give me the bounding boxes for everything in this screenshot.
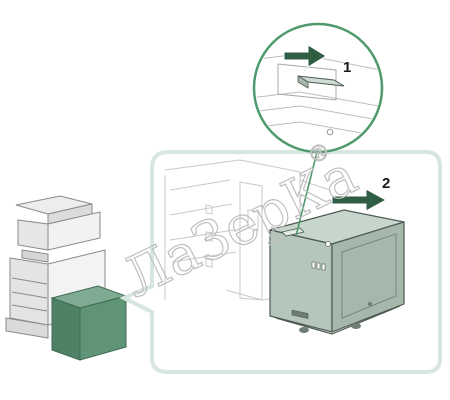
paper-deck-highlight: [50, 285, 128, 361]
paper-deck-unit: [269, 209, 405, 335]
zoom-lens-icon: 1: [252, 22, 384, 154]
step-label-2: 2: [382, 175, 390, 192]
arrow-right-icon: [283, 44, 327, 68]
printer-overview: [5, 195, 128, 361]
step-label-1: 1: [343, 59, 351, 76]
arrow-right-icon: [331, 188, 388, 212]
zoom-connector: [295, 147, 319, 237]
